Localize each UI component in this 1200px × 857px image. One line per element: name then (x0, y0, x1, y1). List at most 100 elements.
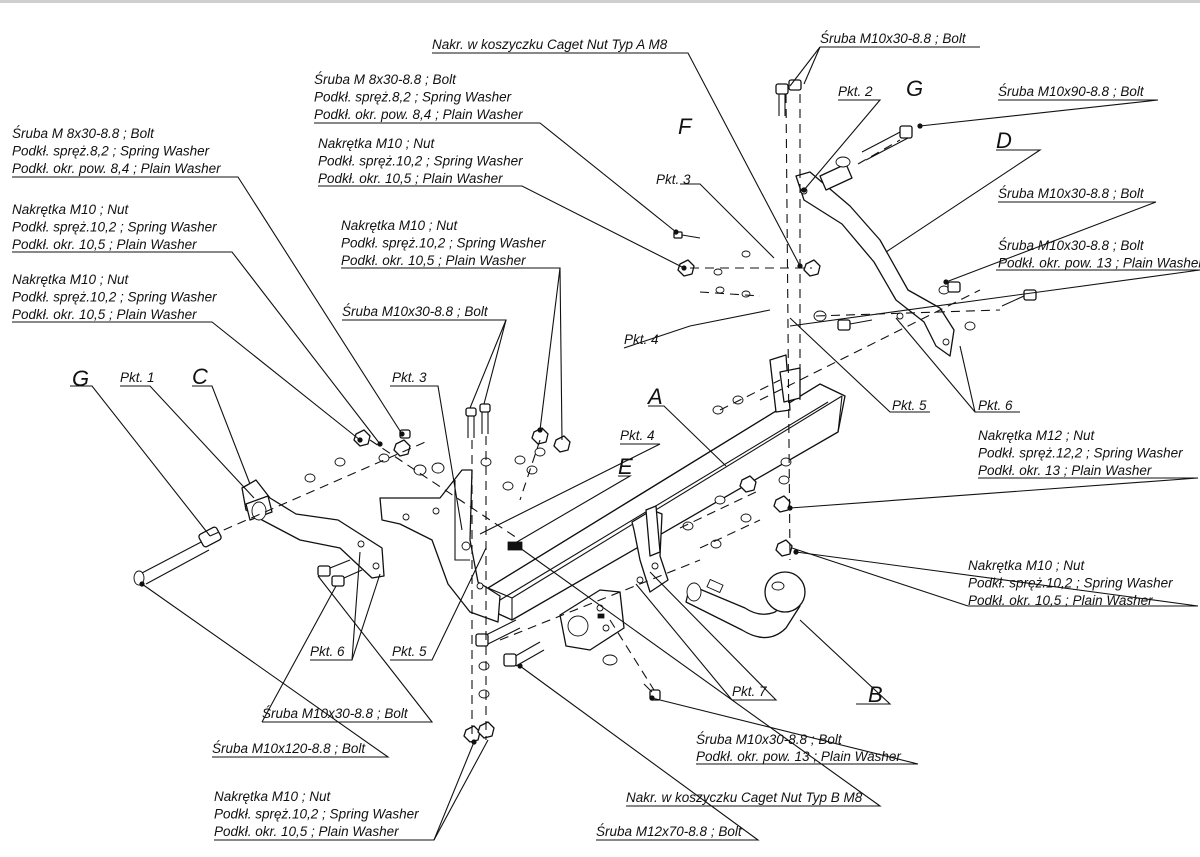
callout-line: Śruba M10x120-8.8 ; Bolt (212, 741, 366, 756)
callout-line: Podkł. spręż.10,2 ; Spring Washer (12, 290, 217, 305)
label-pkt5-right: Pkt. 5 (892, 398, 927, 413)
callout-line: Nakrętka M10 ; Nut (12, 272, 130, 287)
callout-nakr-m12: Nakrętka M12 ; Nut Podkł. spręż.12,2 ; S… (978, 428, 1186, 478)
callout-line: Śruba M10x30-8.8 ; Bolt (820, 31, 967, 46)
callout-line: Śruba M 8x30-8.8 ; Bolt (12, 126, 155, 141)
callout-line: Podkł. spręż.8,2 ; Spring Washer (314, 90, 512, 105)
callout-line: Pkt. 1 (120, 370, 155, 385)
callout-line: G (72, 366, 89, 391)
bolt-m10x120 (133, 526, 222, 586)
callout-sruba-m10x30-bottom: Śruba M10x30-8.8 ; Bolt (262, 706, 409, 721)
vertical-bolts (465, 79, 802, 438)
callout-line: Podkł. okr. 10,5 ; Plain Washer (214, 824, 399, 839)
callout-line: Śruba M10x90-8.8 ; Bolt (998, 84, 1145, 99)
callout-line: Śruba M12x70-8.8 ; Bolt (596, 824, 743, 839)
callout-line: Nakrętka M10 ; Nut (341, 218, 459, 233)
callout-sruba-top-right: Śruba M10x30-8.8 ; Bolt (820, 31, 967, 46)
label-g-top: G (906, 76, 923, 101)
callout-line: Podkł. okr. pow. 13 ; Plain Washer (998, 256, 1200, 271)
top-spacer-g (819, 156, 853, 191)
label-c: C (192, 364, 208, 389)
callout-line: Podkł. spręż.12,2 ; Spring Washer (978, 446, 1183, 461)
ball-mount-plate-e (631, 505, 669, 593)
label-pkt7: Pkt. 7 (732, 684, 767, 699)
callout-line: B (868, 682, 883, 707)
callout-line: Pkt. 2 (838, 84, 873, 99)
callout-line: Podkł. okr. 10,5 ; Plain Washer (12, 237, 197, 252)
callout-line: Pkt. 4 (620, 428, 655, 443)
callout-line: E (618, 454, 633, 479)
callout-nakr-bottom: Nakrętka M10 ; Nut Podkł. spręż.10,2 ; S… (214, 789, 422, 839)
tow-ball-b (685, 571, 806, 639)
label-f: F (678, 114, 693, 139)
callout-line: Podkł. okr. 10,5 ; Plain Washer (341, 253, 526, 268)
callout-line: Podkł. okr. 10,5 ; Plain Washer (12, 307, 197, 322)
label-pkt5-left: Pkt. 5 (392, 644, 427, 659)
callout-nakr-mid-1: Nakrętka M10 ; Nut Podkł. spręż.10,2 ; S… (318, 136, 526, 186)
callout-line: Podkł. spręż.8,2 ; Spring Washer (12, 144, 210, 159)
callout-sruba-m12x70: Śruba M12x70-8.8 ; Bolt (596, 824, 743, 839)
small-bolts (317, 231, 1037, 701)
callout-line: Pkt. 5 (892, 398, 927, 413)
callout-line: Pkt. 7 (732, 684, 767, 699)
callout-line: Śruba M10x30-8.8 ; Bolt (342, 304, 489, 319)
callout-line: Podkł. okr. pow. 8,4 ; Plain Washer (12, 161, 221, 176)
callout-nakr-caget-b: Nakr. w koszyczku Caget Nut Typ B M8 (626, 790, 863, 805)
label-pkt6-left: Pkt. 6 (310, 644, 345, 659)
label-pkt3-left: Pkt. 3 (392, 370, 427, 385)
callout-line: G (906, 76, 923, 101)
label-d: D (996, 128, 1012, 153)
bolt-m10x90 (861, 125, 913, 161)
callout-line: Pkt. 4 (624, 332, 659, 347)
callout-line: Podkł. spręż.10,2 ; Spring Washer (12, 220, 217, 235)
label-e: E (618, 454, 633, 479)
left-spacer-g (245, 495, 273, 521)
callout-sruba-m8-left: Śruba M 8x30-8.8 ; Bolt Podkł. spręż.8,2… (12, 126, 221, 176)
callout-line: Śruba M10x30-8.8 ; Bolt (998, 238, 1145, 253)
callout-line: Podkł. okr. 10,5 ; Plain Washer (968, 593, 1153, 608)
callout-line: Nakr. w koszyczku Caget Nut Typ B M8 (626, 790, 863, 805)
callout-line: F (678, 114, 693, 139)
parts (133, 79, 1037, 743)
label-pkt2: Pkt. 2 (838, 84, 873, 99)
callout-line: Podkł. spręż.10,2 ; Spring Washer (214, 807, 419, 822)
callout-line: Podkł. okr. pow. 8,4 ; Plain Washer (314, 107, 523, 122)
callout-line: Pkt. 6 (978, 398, 1013, 413)
callout-line: Nakr. w koszyczku Caget Nut Typ A M8 (432, 37, 668, 52)
callout-line: Nakrętka M12 ; Nut (978, 428, 1096, 443)
callout-nakr-left-2: Nakrętka M10 ; Nut Podkł. spręż.10,2 ; S… (12, 272, 220, 322)
washers (304, 250, 976, 699)
nuts (353, 259, 821, 743)
callout-line: Śruba M 8x30-8.8 ; Bolt (314, 72, 457, 87)
callout-labels: Nakr. w koszyczku Caget Nut Typ A M8 Śru… (12, 31, 1200, 839)
label-pkt4-lower: Pkt. 4 (620, 428, 655, 443)
label-g-left: G (72, 366, 89, 391)
callout-nakr-right: Nakrętka M10 ; Nut Podkł. spręż.10,2 ; S… (968, 558, 1176, 608)
callout-sruba-m10x120: Śruba M10x120-8.8 ; Bolt (212, 741, 366, 756)
callout-nakr-mid-2: Nakrętka M10 ; Nut Podkł. spręż.10,2 ; S… (341, 218, 549, 268)
bolt-front (475, 619, 521, 647)
callout-nakr-left-1: Nakrętka M10 ; Nut Podkł. spręż.10,2 ; S… (12, 202, 220, 252)
assembly-lines (209, 93, 1001, 740)
bolt-m12x70 (503, 641, 545, 667)
callout-sruba-m10x90: Śruba M10x90-8.8 ; Bolt (998, 84, 1145, 99)
callout-line: C (192, 364, 208, 389)
label-pkt3-right: Pkt. 3 (656, 172, 691, 187)
callout-line: Pkt. 5 (392, 644, 427, 659)
right-arm-d (795, 171, 955, 357)
callout-line: Pkt. 3 (656, 172, 691, 187)
label-pkt4-upper: Pkt. 4 (624, 332, 659, 347)
callout-sruba-mid-3: Śruba M10x30-8.8 ; Bolt (342, 304, 489, 319)
left-arm-c (241, 479, 385, 579)
callout-line: Podkł. spręż.10,2 ; Spring Washer (968, 576, 1173, 591)
left-side-bracket (379, 469, 501, 623)
callout-line: Śruba M10x30-8.8 ; Bolt (998, 186, 1145, 201)
callout-sruba-right-2: Śruba M10x30-8.8 ; Bolt (998, 186, 1145, 201)
callout-line: Podkł. spręż.10,2 ; Spring Washer (318, 154, 523, 169)
arrowheads (139, 123, 949, 745)
label-pkt6-right: Pkt. 6 (978, 398, 1013, 413)
callout-line: Śruba M10x30-8.8 ; Bolt (262, 706, 409, 721)
callout-line: Nakrętka M10 ; Nut (214, 789, 332, 804)
callout-line: D (996, 128, 1012, 153)
